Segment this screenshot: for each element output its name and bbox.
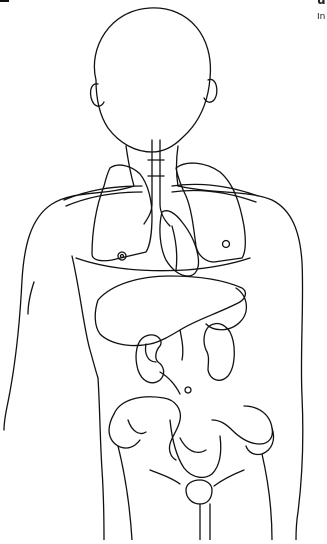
navel [185, 387, 191, 393]
left-kidney [136, 335, 164, 383]
right-kidney [204, 323, 234, 380]
edge-text-subfragment: In [317, 13, 327, 22]
pelvis-left-inner [128, 420, 146, 434]
heart-vessel [172, 226, 177, 270]
head-outline [94, 8, 210, 152]
bladder [186, 480, 212, 504]
left-flank [98, 378, 104, 540]
left-nipple [118, 252, 126, 260]
bronchi [148, 160, 164, 176]
liver [95, 276, 245, 346]
left-nipple-inner [121, 255, 124, 258]
liver-lobe-line [180, 330, 183, 360]
edge-text-fragment: u [317, 0, 327, 6]
left-lung [92, 165, 152, 261]
pelvis-right-wing [246, 428, 274, 455]
diaphragm [76, 258, 250, 271]
torso-right-outline [178, 186, 303, 540]
inner-thigh-left [118, 446, 132, 540]
pubic-left [150, 470, 180, 484]
pelvis-right [212, 406, 272, 444]
gallbladder [145, 344, 156, 362]
corner-mark [0, 0, 9, 2]
inner-thigh-right [262, 454, 272, 540]
left-clavicle-lower [66, 192, 142, 206]
torso-left-outline [4, 186, 134, 430]
left-hip-line [72, 256, 98, 378]
pubic-right [214, 470, 244, 486]
right-lung [176, 163, 245, 262]
left-side-line [28, 282, 34, 314]
right-nipple [223, 241, 230, 248]
sacrum-inner [180, 438, 206, 452]
